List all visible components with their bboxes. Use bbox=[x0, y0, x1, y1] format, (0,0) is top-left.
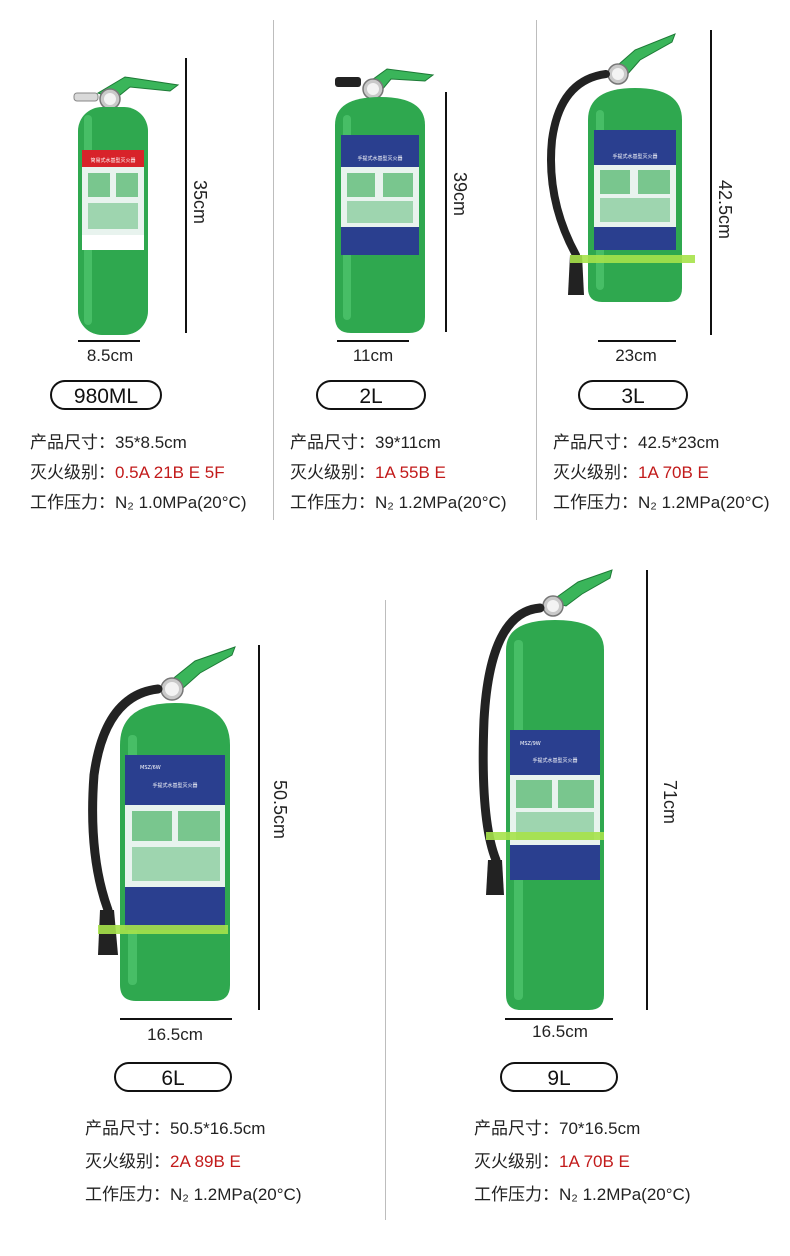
capacity-pill-980ml: 980ML bbox=[50, 380, 162, 410]
capacity-pill-3l: 3L bbox=[578, 380, 688, 410]
width-label-9l: 16.5cm bbox=[532, 1022, 588, 1041]
spec-pressure-6l: 工作压力：N₂ 1.2MPa(20°C) bbox=[85, 1185, 302, 1204]
divider-1 bbox=[273, 20, 274, 520]
extinguisher-6l-image: MSZ/6W 手提式水基型灭火器 bbox=[88, 646, 236, 1001]
height-line-9l bbox=[646, 570, 648, 1010]
height-label-980ml: 35cm bbox=[190, 180, 210, 225]
width-label-6l: 16.5cm bbox=[147, 1025, 203, 1044]
height-line-2l bbox=[445, 92, 447, 332]
label-model-6l: MSZ/6W bbox=[140, 765, 161, 771]
label-title-3l: 手提式水基型灭火器 bbox=[612, 153, 657, 160]
extinguisher-9l-image: MSZ/9W 手提式水基型灭火器 bbox=[478, 569, 613, 1010]
width-line-2l bbox=[337, 340, 409, 342]
spec-size-9l: 产品尺寸：70*16.5cm bbox=[474, 1119, 641, 1138]
extinguisher-3l-image: 手提式水基型灭火器 bbox=[547, 33, 695, 302]
extinguisher-2l-image: 手提式水基型灭火器 bbox=[335, 68, 435, 333]
height-label-6l: 50.5cm bbox=[270, 780, 290, 840]
label-title-9l: 手提式水基型灭火器 bbox=[532, 757, 577, 764]
height-label-3l: 42.5cm bbox=[715, 180, 735, 240]
height-label-9l: 71cm bbox=[660, 780, 680, 825]
height-line-980ml bbox=[185, 58, 187, 333]
capacity-pill-6l: 6L bbox=[114, 1062, 232, 1092]
spec-size-6l: 产品尺寸：50.5*16.5cm bbox=[85, 1119, 266, 1138]
width-label-980ml: 8.5cm bbox=[86, 346, 134, 365]
width-label-3l: 23cm bbox=[615, 346, 657, 365]
capacity-pill-2l: 2L bbox=[316, 380, 426, 410]
spec-pressure-9l: 工作压力：N₂ 1.2MPa(20°C) bbox=[474, 1185, 691, 1204]
width-line-6l bbox=[120, 1018, 232, 1020]
spec-size-980ml: 产品尺寸：35*8.5cm bbox=[30, 433, 187, 452]
width-line-3l bbox=[598, 340, 676, 342]
height-line-6l bbox=[258, 645, 260, 1010]
spec-rating-9l: 灭火级别：1A 70B E bbox=[474, 1152, 630, 1171]
label-title-2l: 手提式水基型灭火器 bbox=[357, 155, 402, 162]
spec-pressure-980ml: 工作压力：N₂ 1.0MPa(20°C) bbox=[30, 493, 247, 512]
label-title-980ml: 简易式水基型灭火器 bbox=[90, 157, 135, 164]
label-model-9l: MSZ/9W bbox=[520, 741, 541, 747]
spec-rating-3l: 灭火级别：1A 70B E bbox=[553, 463, 709, 482]
spec-size-2l: 产品尺寸：39*11cm bbox=[290, 433, 441, 452]
spec-pressure-3l: 工作压力：N₂ 1.2MPa(20°C) bbox=[553, 493, 770, 512]
width-line-9l bbox=[505, 1018, 613, 1020]
width-label-2l: 11cm bbox=[352, 346, 394, 365]
extinguisher-980ml-image: 简易式水基型灭火器 bbox=[73, 76, 180, 335]
divider-2 bbox=[536, 20, 537, 520]
spec-rating-2l: 灭火级别：1A 55B E bbox=[290, 463, 446, 482]
height-label-2l: 39cm bbox=[450, 172, 470, 217]
capacity-pill-9l: 9L bbox=[500, 1062, 618, 1092]
divider-3 bbox=[385, 600, 386, 1220]
spec-size-3l: 产品尺寸：42.5*23cm bbox=[553, 433, 720, 452]
width-line-980ml bbox=[78, 340, 140, 342]
height-line-3l bbox=[710, 30, 712, 335]
spec-rating-6l: 灭火级别：2A 89B E bbox=[85, 1152, 241, 1171]
spec-rating-980ml: 灭火级别：0.5A 21B E 5F bbox=[30, 463, 225, 482]
spec-pressure-2l: 工作压力：N₂ 1.2MPa(20°C) bbox=[290, 493, 507, 512]
label-title-6l: 手提式水基型灭火器 bbox=[152, 782, 197, 789]
